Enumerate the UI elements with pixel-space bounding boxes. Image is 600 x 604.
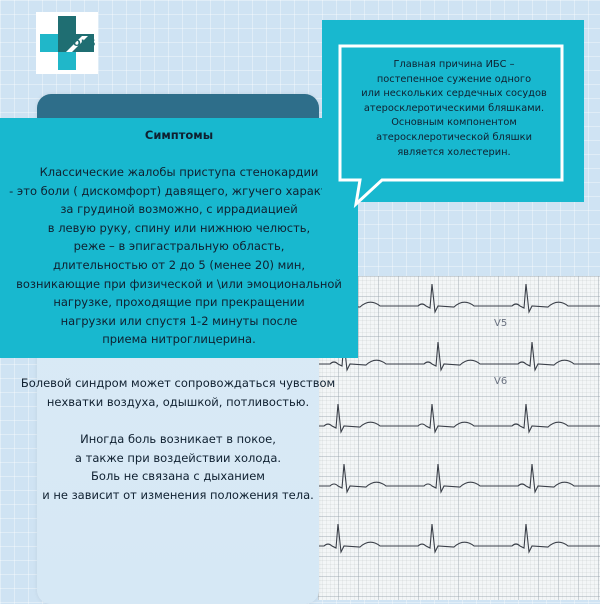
ecg-traces — [318, 283, 600, 554]
symptoms-box — [0, 118, 358, 358]
logo-text: ОКБ — [73, 39, 96, 49]
symptoms-text: Классические жалобы приступа стенокардии… — [9, 165, 349, 347]
ecg-trace-line — [318, 403, 600, 434]
ecg-lead-label-v5: V5 — [494, 318, 508, 329]
medical-cross-icon — [36, 12, 98, 74]
hospital-logo: ОКБ — [36, 12, 98, 74]
ecg-trace-line — [318, 341, 600, 372]
ecg-trace-line — [318, 283, 600, 314]
symptoms-extra-paragraph-2: Иногда боль возникает в покое, а также п… — [42, 432, 314, 502]
ecg-strip-image: V5 V6 — [318, 276, 600, 600]
speech-bubble — [322, 20, 584, 220]
bubble-text: Главная причина ИБС – постепенное сужени… — [361, 59, 547, 158]
speech-bubble-shape — [322, 20, 584, 209]
ecg-trace-line — [318, 463, 600, 494]
symptoms-title: Симптомы — [144, 128, 214, 142]
ecg-trace-line — [318, 523, 600, 554]
ecg-lead-label-v6: V6 — [494, 376, 508, 387]
symptoms-extra-paragraph-1: Болевой синдром может сопровождаться чув… — [20, 376, 336, 409]
